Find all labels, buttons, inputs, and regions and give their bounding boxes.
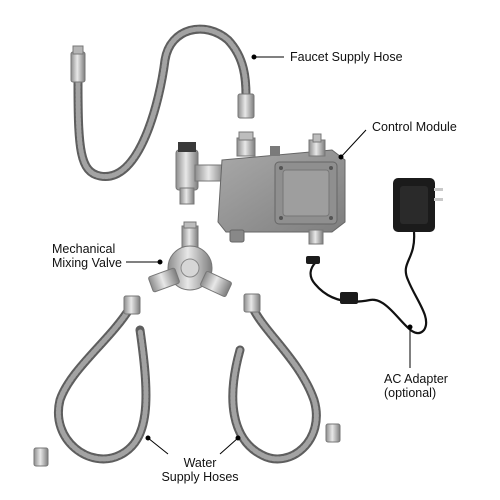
mechanical-mixing-valve-label-line2: Mixing Valve [52, 256, 122, 270]
leader-lines [126, 54, 413, 455]
mechanical-mixing-valve-label-line1: Mechanical [52, 242, 116, 256]
water-supply-hoses-label-line1: Water [183, 456, 217, 470]
water-supply-hoses-label: Water Supply Hoses [150, 456, 250, 484]
faucet-supply-hose [70, 24, 255, 181]
ac-adapter-label: AC Adapter (optional) [384, 372, 448, 400]
water-supply-hose-left [33, 295, 151, 467]
faucet-supply-hose-label: Faucet Supply Hose [290, 50, 403, 64]
water-supply-hoses-label-line2: Supply Hoses [161, 470, 239, 484]
water-supply-hose-right [228, 293, 341, 464]
mechanical-mixing-valve-label: Mechanical Mixing Valve [52, 242, 124, 270]
ac-adapter-label-line2: (optional) [384, 386, 437, 400]
ac-adapter-label-line1: AC Adapter [384, 372, 448, 386]
control-module [175, 131, 346, 245]
ac-adapter [306, 178, 443, 335]
control-module-label: Control Module [372, 120, 457, 134]
mechanical-mixing-valve [148, 221, 232, 298]
